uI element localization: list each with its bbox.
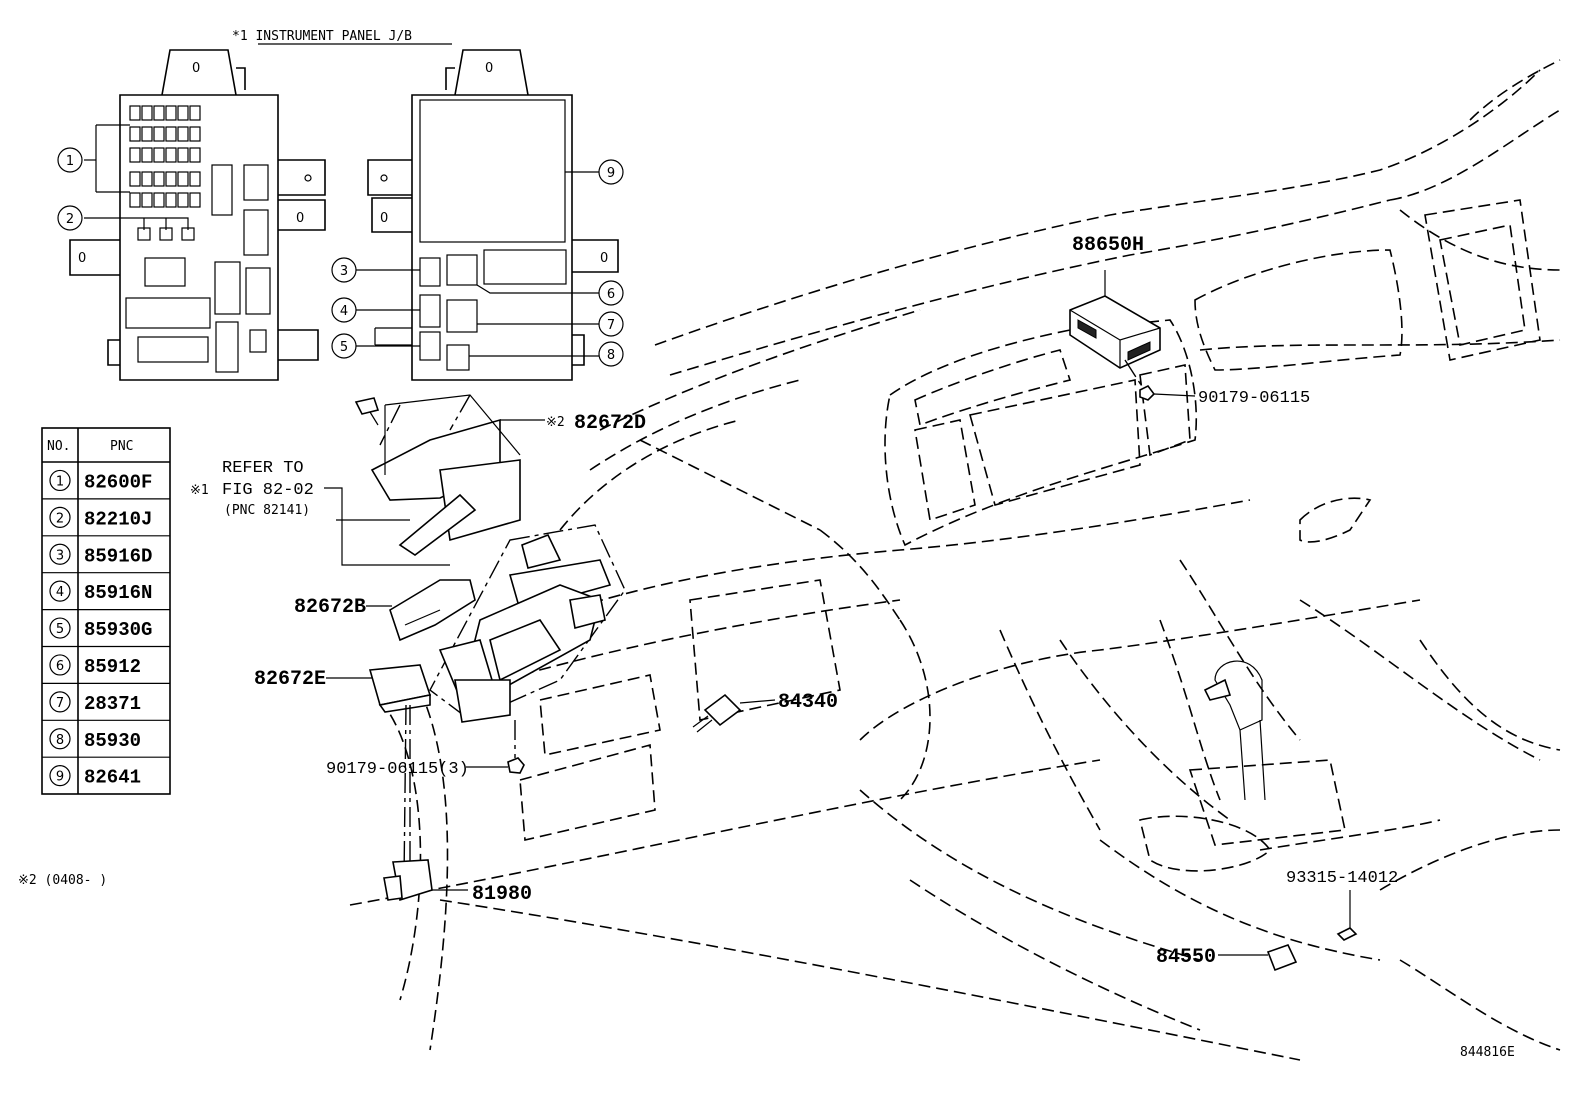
- callout-3: 3: [331, 257, 420, 283]
- svg-text:0: 0: [380, 211, 388, 226]
- part-82672B: [389, 579, 476, 642]
- svg-text:3: 3: [340, 264, 348, 279]
- svg-text:2: 2: [66, 212, 74, 227]
- callouts: 1 2 3 4 5 6 7: [57, 147, 624, 367]
- jb-front-view: 0 0 0: [69, 49, 326, 381]
- table-row: 8 85930: [42, 719, 170, 752]
- jb-rear-view: 0 0 0: [367, 49, 619, 381]
- row-number-circle: [49, 506, 71, 528]
- label-81980: 81980: [472, 883, 532, 906]
- row-number-circle: [49, 691, 71, 713]
- screw-93315-14012: [1336, 890, 1358, 941]
- row-number-circle: [49, 617, 71, 639]
- label-93315-14012: 93315-14012: [1286, 869, 1398, 888]
- table-header-no: NO.: [47, 439, 70, 454]
- svg-text:8: 8: [607, 348, 615, 363]
- svg-text:0: 0: [485, 61, 493, 76]
- row-pnc: 85916D: [84, 545, 152, 567]
- label-88650H: 88650H: [1072, 234, 1144, 257]
- table-row: 3 85916D: [42, 535, 170, 567]
- part-84340-switch: [692, 693, 776, 733]
- svg-text:6: 6: [607, 287, 615, 302]
- row-number: 3: [56, 548, 64, 563]
- shift-lever: [1203, 660, 1266, 801]
- svg-text:1: 1: [66, 154, 74, 169]
- callout-1: 1: [57, 147, 83, 173]
- row-number: 5: [56, 622, 64, 637]
- row-pnc: 85930G: [84, 619, 152, 641]
- refer-marker: ※1: [190, 483, 209, 498]
- row-pnc: 85916N: [84, 582, 152, 604]
- row-number: 2: [56, 511, 64, 526]
- jb-title: *1 INSTRUMENT PANEL J/B: [232, 29, 412, 44]
- row-pnc: 82641: [84, 767, 141, 789]
- dashboard-outline: [349, 59, 1561, 1061]
- svg-text:0: 0: [296, 211, 304, 226]
- row-pnc: 82210J: [84, 508, 152, 530]
- callout-7: 7: [477, 311, 624, 337]
- row-number-circle: [49, 765, 71, 787]
- table-header-pnc: PNC: [110, 439, 133, 454]
- callout-2: 2: [57, 205, 83, 231]
- label-84340: 84340: [778, 691, 838, 714]
- row-pnc: 85930: [84, 730, 141, 752]
- row-number: 9: [56, 770, 64, 785]
- svg-text:0: 0: [78, 251, 86, 266]
- row-number: 7: [56, 696, 64, 711]
- label-90179-06115: 90179-06115: [1198, 389, 1310, 408]
- row-number: 8: [56, 733, 64, 748]
- label-82672D-marker: ※2: [546, 415, 565, 430]
- table-row: 9 82641: [42, 756, 170, 789]
- row-pnc: 85912: [84, 656, 141, 678]
- part-81980: [383, 859, 468, 902]
- label-82672B: 82672B: [294, 596, 366, 619]
- relay-block-assembly: [429, 524, 626, 723]
- label-90179-06115-3: 90179-06115(3): [326, 760, 469, 779]
- refer-note: REFER TO ※1 FIG 82-02 (PNC 82141): [190, 459, 450, 566]
- label-82672E: 82672E: [254, 668, 326, 691]
- row-number: 1: [56, 474, 64, 489]
- callout-6: 6: [476, 280, 624, 306]
- table-row: 7 28371: [42, 682, 170, 715]
- footnote: ※2 (0408- ): [18, 873, 107, 888]
- label-82672D: 82672D: [574, 412, 646, 435]
- row-number: 4: [56, 585, 64, 600]
- part-82672D-bracket: [354, 394, 545, 556]
- refer-line3: (PNC 82141): [224, 503, 310, 518]
- row-number-circle: [49, 654, 71, 676]
- row-pnc: 28371: [84, 693, 141, 715]
- table-row: 4 85916N: [42, 572, 170, 604]
- callout-9: 9: [565, 159, 624, 185]
- refer-line2: FIG 82-02: [222, 481, 314, 500]
- callout-8: 8: [469, 341, 624, 367]
- row-number-circle: [49, 469, 71, 492]
- callout-4: 4: [331, 297, 420, 323]
- svg-text:0: 0: [600, 251, 608, 266]
- table-row: 2 82210J: [42, 498, 170, 530]
- row-number: 6: [56, 659, 64, 674]
- part-88650H: [1069, 270, 1196, 401]
- row-number-circle: [49, 543, 71, 565]
- row-pnc: 82600F: [84, 471, 152, 493]
- table-row: 1 82600F: [49, 469, 152, 493]
- row-number-circle: [49, 728, 71, 750]
- svg-text:4: 4: [340, 304, 348, 319]
- part-84550: [1218, 944, 1298, 972]
- refer-line1: REFER TO: [222, 459, 304, 478]
- table-row: 6 85912: [42, 645, 170, 678]
- svg-text:7: 7: [607, 318, 615, 333]
- jb-tab-label: 0: [192, 61, 200, 76]
- label-84550: 84550: [1156, 946, 1216, 969]
- table-row: 5 85930G: [42, 609, 170, 641]
- pnc-table: NO. PNC 1 82600F 2 82210J 3 85916D 4 85916N 5 859…: [41, 427, 171, 795]
- row-number-circle: [49, 580, 71, 602]
- svg-text:9: 9: [607, 166, 615, 181]
- nut-90179-06115-3: [507, 720, 525, 774]
- figure-id: 844816E: [1460, 1045, 1515, 1060]
- svg-text:5: 5: [340, 340, 348, 355]
- callout-5: 5: [331, 333, 420, 359]
